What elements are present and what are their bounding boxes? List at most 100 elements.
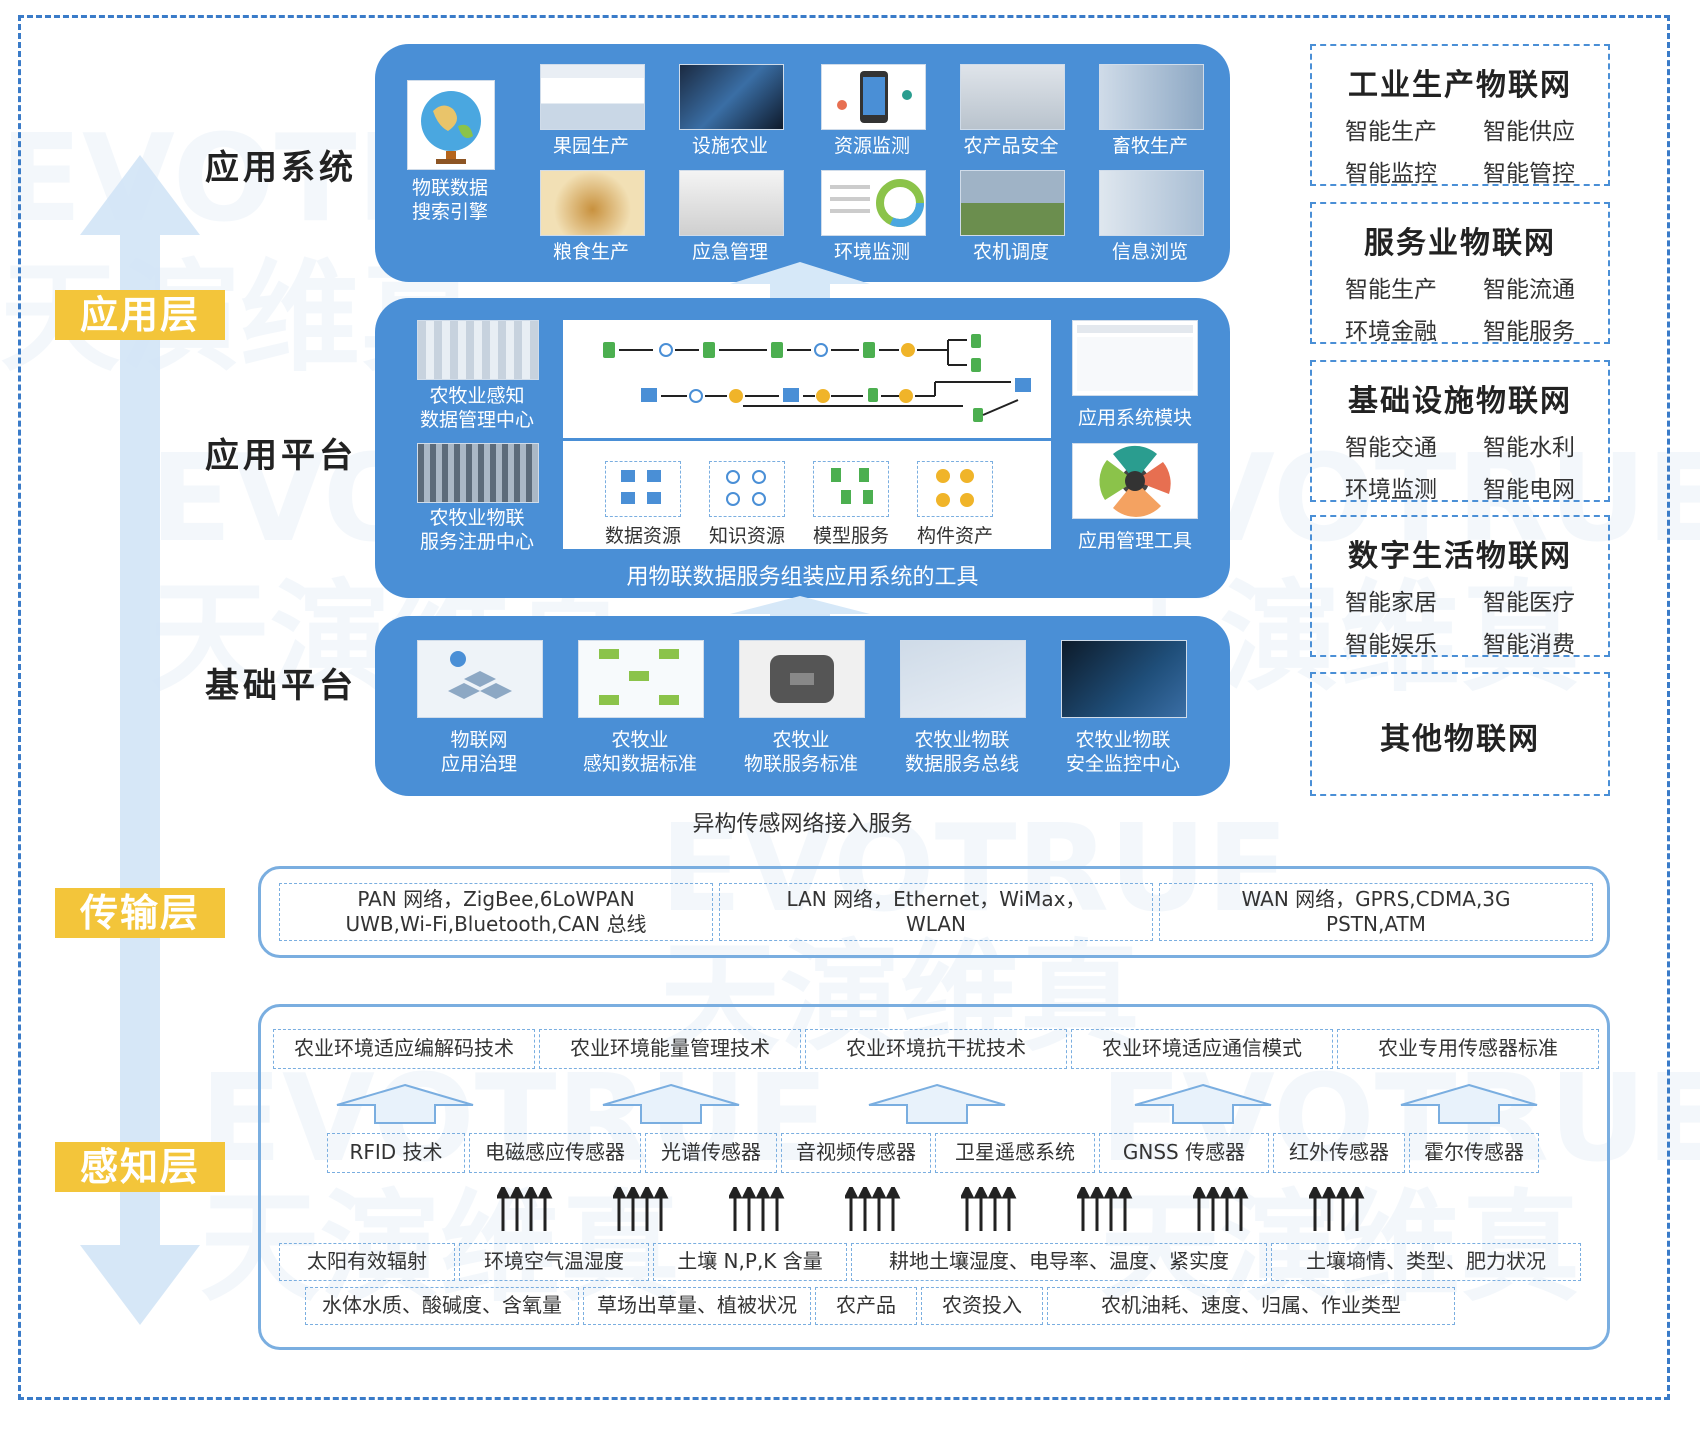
hollow-up-arrow <box>1400 1083 1538 1124</box>
caption-app-0: 果园生产 <box>552 135 629 157</box>
caption-base-0-1: 物联网 <box>450 729 508 751</box>
grain-thumbnail <box>540 170 645 236</box>
caption-app-2: 资源监测 <box>833 135 910 157</box>
caption-platform-left-0-1: 农牧业感知 <box>429 385 525 407</box>
transport-wan-line2: PSTN,ATM <box>1326 912 1426 936</box>
iot-item: 智能医疗 <box>1483 590 1575 616</box>
caption-management-tool: 应用管理工具 <box>1077 530 1192 552</box>
caption-base-1-1: 农牧业 <box>611 729 669 751</box>
base-footer: 异构传感网络接入服务 <box>692 812 913 837</box>
up-arrow-1 <box>730 262 870 314</box>
source-row2-3: 农资投入 <box>921 1287 1043 1325</box>
tech-0: 农业环境适应编解码技术 <box>273 1029 535 1069</box>
tech-4: 农业专用传感器标准 <box>1337 1029 1599 1069</box>
up-arrows-icon <box>497 1187 553 1231</box>
caption-base-3-2: 数据服务总线 <box>904 753 1019 775</box>
caption-app-module: 应用系统模块 <box>1077 407 1192 429</box>
caption-app-3: 农产品安全 <box>963 135 1059 157</box>
sensor-1: 电磁感应传感器 <box>469 1133 641 1173</box>
sensor-6: 红外传感器 <box>1273 1133 1405 1173</box>
iot-item: 智能娱乐 <box>1345 632 1437 658</box>
iot-item: 智能供应 <box>1483 119 1575 145</box>
resource-label-3: 构件资产 <box>916 525 993 547</box>
caption-app-1: 设施农业 <box>691 135 768 157</box>
tech-1: 农业环境能量管理技术 <box>539 1029 801 1069</box>
iot-item: 智能生产 <box>1345 277 1437 303</box>
iot-title-0: 工业生产物联网 <box>1348 68 1572 103</box>
knowledge-resource-icon <box>709 461 785 517</box>
caption-base-3-1: 农牧业物联 <box>914 729 1010 751</box>
app-module-thumbnail <box>1072 320 1198 396</box>
caption-base-2-2: 物联服务标准 <box>743 753 858 775</box>
caption-base-1-2: 感知数据标准 <box>582 753 697 775</box>
up-arrows-icon <box>613 1187 669 1231</box>
iot-item: 智能消费 <box>1483 632 1575 658</box>
platform-footer: 用物联数据服务组装应用系统的工具 <box>626 565 979 590</box>
iot-item: 智能交通 <box>1345 435 1437 461</box>
resource-panel: 数据资源 知识资源 模型服务 构件资产 <box>563 441 1051 549</box>
iot-box-industrial: 工业生产物联网 智能生产智能供应智能监控智能管控 <box>1310 44 1610 187</box>
transport-pan-line1: PAN 网络，ZigBee,6LoWPAN <box>357 887 635 911</box>
data-resource-icon <box>605 461 681 517</box>
facility-agriculture-thumbnail <box>679 64 784 130</box>
caption-search-engine-1: 物联数据 <box>411 177 488 199</box>
iot-box-other: 其他物联网 <box>1310 672 1610 796</box>
transport-wan: WAN 网络，GPRS,CDMA,3G PSTN,ATM <box>1159 883 1593 941</box>
transport-pan: PAN 网络，ZigBee,6LoWPAN UWB,Wi-Fi,Bluetoot… <box>279 883 713 941</box>
label-base-platform: 基础平台 <box>205 666 357 706</box>
livestock-thumbnail <box>1099 64 1204 130</box>
globe-image <box>407 80 495 170</box>
service-standard-thumbnail <box>739 640 865 718</box>
caption-search-engine-2: 搜索引擎 <box>411 201 488 223</box>
source-row1-2: 土壤 N,P,K 含量 <box>653 1243 847 1281</box>
transport-wan-line1: WAN 网络，GPRS,CDMA,3G <box>1241 887 1511 911</box>
workflow-diagram <box>563 320 1051 438</box>
app-platform-panel: 农牧业感知 数据管理中心 农牧业物联 服务注册中心 数据资源 知识资源 模型服务… <box>375 298 1230 598</box>
iot-box-digital-life: 数字生活物联网 智能家居智能医疗智能娱乐智能消费 <box>1310 515 1610 658</box>
caption-app-6: 应急管理 <box>691 241 768 263</box>
layer-double-arrow <box>80 155 200 1325</box>
product-safety-thumbnail <box>960 64 1065 130</box>
security-center-thumbnail <box>1061 640 1187 718</box>
up-arrows-icon <box>961 1187 1017 1231</box>
hollow-up-arrow <box>336 1083 474 1124</box>
iot-title-4: 其他物联网 <box>1380 722 1540 757</box>
iot-item: 智能监控 <box>1345 161 1437 187</box>
iot-item: 智能电网 <box>1483 477 1575 503</box>
caption-base-4-1: 农牧业物联 <box>1075 729 1171 751</box>
source-row2-2: 农产品 <box>815 1287 917 1325</box>
transport-layer-box: PAN 网络，ZigBee,6LoWPAN UWB,Wi-Fi,Bluetoot… <box>258 866 1610 958</box>
source-row1-4: 土壤墒情、类型、肥力状况 <box>1271 1243 1581 1281</box>
iot-item: 智能服务 <box>1483 319 1575 345</box>
caption-base-4-2: 安全监控中心 <box>1065 753 1180 775</box>
registry-center-thumbnail <box>417 443 539 503</box>
data-bus-thumbnail <box>900 640 1026 718</box>
source-row2-1: 草场出草量、植被状况 <box>583 1287 811 1325</box>
source-row1-1: 环境空气温湿度 <box>459 1243 649 1281</box>
caption-app-8: 农机调度 <box>972 241 1049 263</box>
caption-platform-left-0-2: 数据管理中心 <box>419 409 534 431</box>
resource-monitoring-thumbnail <box>821 64 926 130</box>
hollow-up-arrow <box>1134 1083 1272 1124</box>
transport-lan-line2: WLAN <box>905 912 967 936</box>
app-system-panel: 物联数据 搜索引擎 果园生产 设施农业 资源监测 农产品安全 畜牧生产 粮食生产… <box>375 44 1230 282</box>
caption-app-5: 粮食生产 <box>552 241 629 263</box>
sensing-standard-thumbnail <box>578 640 704 718</box>
source-row2-4: 农机油耗、速度、归属、作业类型 <box>1047 1287 1455 1325</box>
outer-frame <box>18 15 1670 1400</box>
iot-box-service: 服务业物联网 智能生产智能流通环境金融智能服务 <box>1310 202 1610 345</box>
up-arrows-icon <box>1309 1187 1365 1231</box>
iot-item: 智能管控 <box>1483 161 1575 187</box>
layer-tag-app: 应用层 <box>55 290 225 340</box>
base-platform-panel: 物联网 应用治理 农牧业 感知数据标准 农牧业 物联服务标准 农牧业物联 数据服… <box>375 616 1230 796</box>
caption-app-7: 环境监测 <box>833 241 910 263</box>
caption-app-9: 信息浏览 <box>1111 241 1188 263</box>
component-asset-icon <box>917 461 993 517</box>
layer-tag-perception: 感知层 <box>55 1142 225 1192</box>
up-arrows-icon <box>845 1187 901 1231</box>
iot-governance-thumbnail <box>417 640 543 718</box>
layer-tag-transport: 传输层 <box>55 888 225 938</box>
iot-title-3: 数字生活物联网 <box>1348 539 1572 574</box>
tech-2: 农业环境抗干扰技术 <box>805 1029 1067 1069</box>
iot-item: 智能流通 <box>1483 277 1575 303</box>
